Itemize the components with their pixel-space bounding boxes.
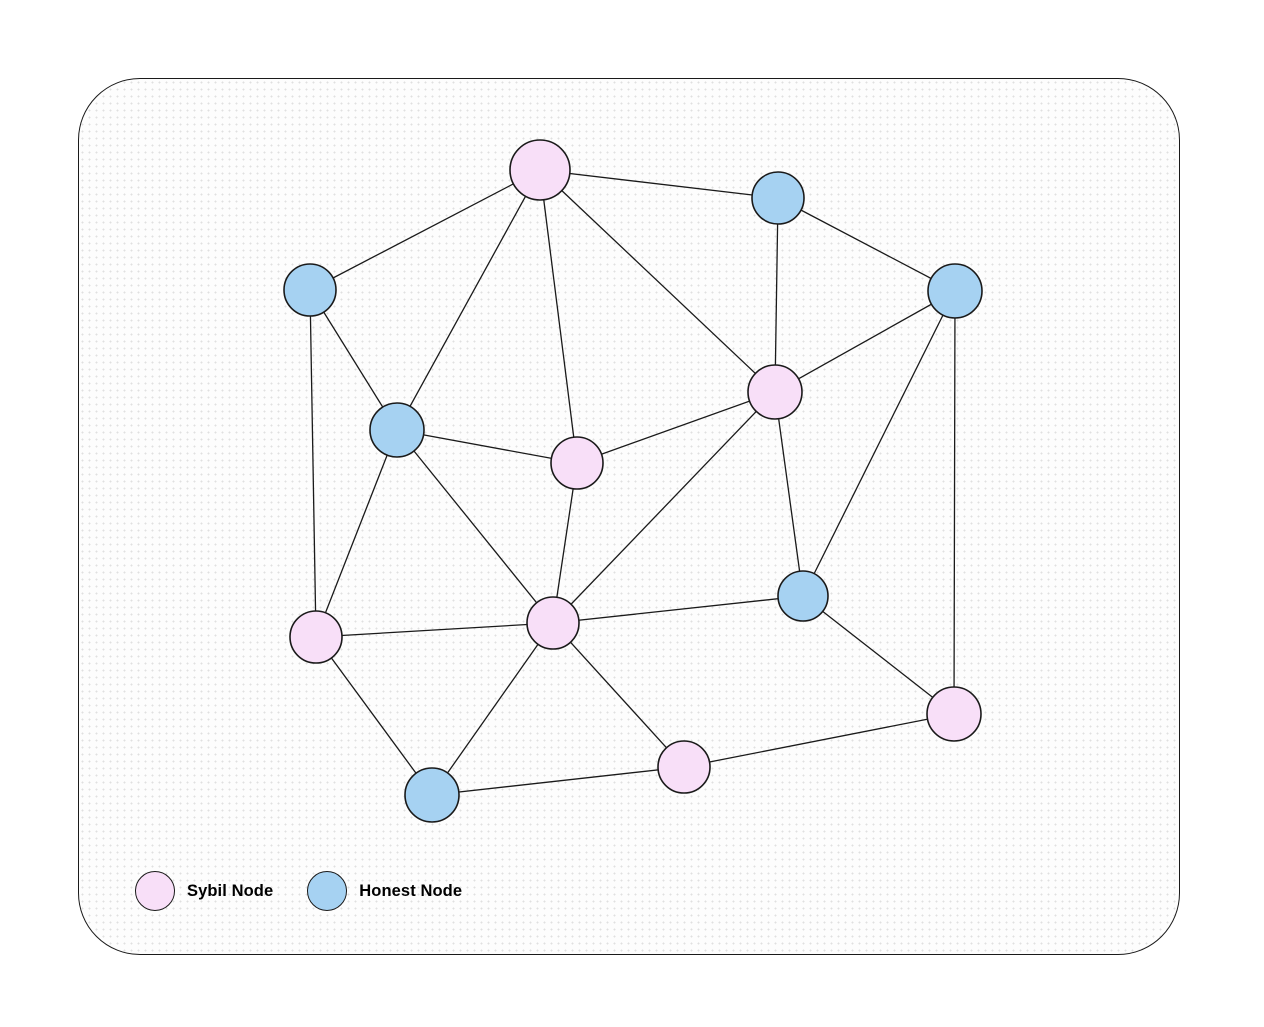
legend: Sybil Node Honest Node <box>135 871 462 911</box>
diagram-canvas <box>78 78 1180 955</box>
sybil-legend-label: Sybil Node <box>187 881 274 900</box>
legend-item-honest: Honest Node <box>307 871 462 911</box>
honest-node-swatch-icon <box>307 871 348 911</box>
legend-item-sybil: Sybil Node <box>135 871 273 911</box>
honest-legend-label: Honest Node <box>359 881 463 900</box>
sybil-node-swatch-icon <box>135 871 175 911</box>
